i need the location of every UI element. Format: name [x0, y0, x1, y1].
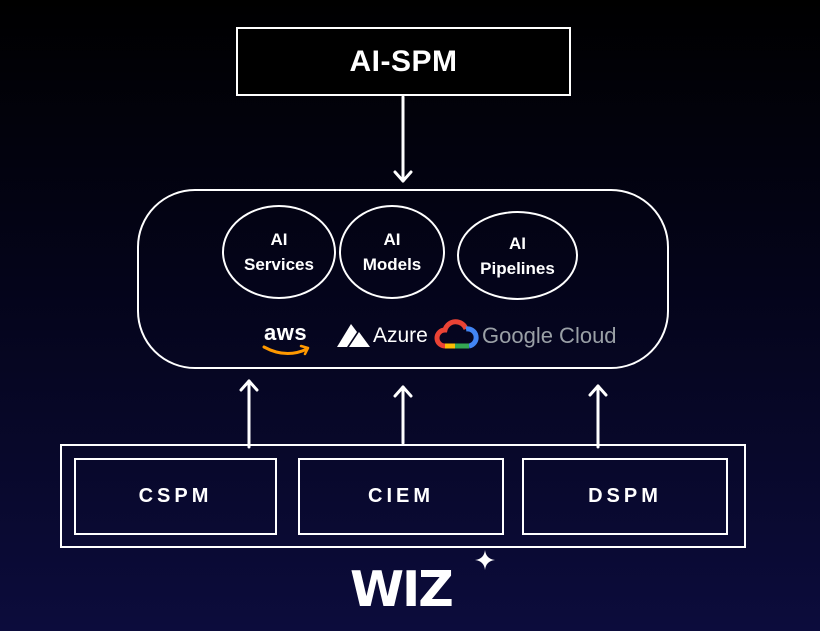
ai-spm-box: AI-SPM: [236, 27, 571, 96]
ai-services-node: AI Services: [222, 205, 336, 299]
ai-platform-container: [137, 189, 669, 369]
aws-smile-icon: [262, 344, 310, 356]
cspm-label: CSPM: [138, 485, 213, 507]
security-modules-container: [60, 444, 746, 548]
azure-logo-text: Azure: [373, 324, 428, 347]
aws-logo-text: aws: [264, 320, 308, 345]
dspm-label: DSPM: [588, 485, 662, 507]
cspm-box: CSPM: [74, 458, 277, 535]
google-cloud-logo-text: Google Cloud: [482, 323, 617, 348]
ai-pipelines-node: AI Pipelines: [457, 211, 578, 300]
ciem-label: CIEM: [368, 485, 434, 507]
ai-services-label: AI Services: [244, 230, 314, 274]
google-cloud-icon: [434, 319, 479, 349]
sparkle-icon: [475, 550, 495, 570]
ai-pipelines-label: AI Pipelines: [480, 233, 555, 278]
arrow-up-from-ciem: [393, 385, 413, 445]
arrow-down-to-platform: [393, 95, 413, 183]
ai-models-node: AI Models: [339, 205, 445, 299]
azure-mark-icon: [337, 324, 370, 347]
wiz-logo-text: WIZ: [350, 561, 454, 618]
dspm-box: DSPM: [522, 458, 728, 535]
wiz-logo: WIZ: [350, 550, 500, 620]
arrow-up-from-dspm: [588, 384, 608, 449]
google-cloud-logo: Google Cloud: [434, 319, 629, 352]
aws-logo: aws: [262, 320, 318, 360]
ai-spm-label: AI-SPM: [349, 44, 458, 78]
azure-logo: Azure: [337, 323, 437, 351]
ciem-box: CIEM: [298, 458, 504, 535]
arrow-up-from-cspm: [239, 379, 259, 449]
ai-models-label: AI Models: [362, 230, 422, 274]
